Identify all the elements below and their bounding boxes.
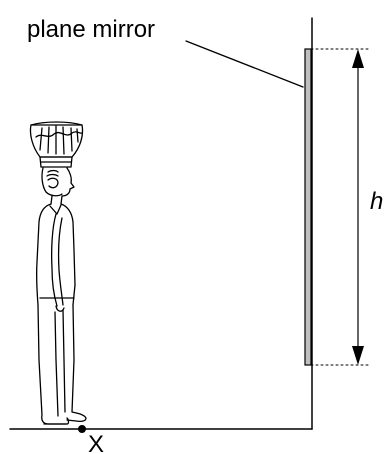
chef-hat [29,121,84,168]
point-x-dot [78,425,86,433]
mirror-leader-line [185,40,304,88]
plane-mirror-label: plane mirror [27,16,155,43]
torso [35,203,76,306]
legs [37,304,87,425]
height-arrow [352,49,364,365]
head [41,167,75,205]
plane-mirror [304,48,312,366]
height-label: h [370,188,383,215]
arm [50,213,65,312]
chef-figure [29,121,87,425]
point-x-label: X [88,431,104,454]
